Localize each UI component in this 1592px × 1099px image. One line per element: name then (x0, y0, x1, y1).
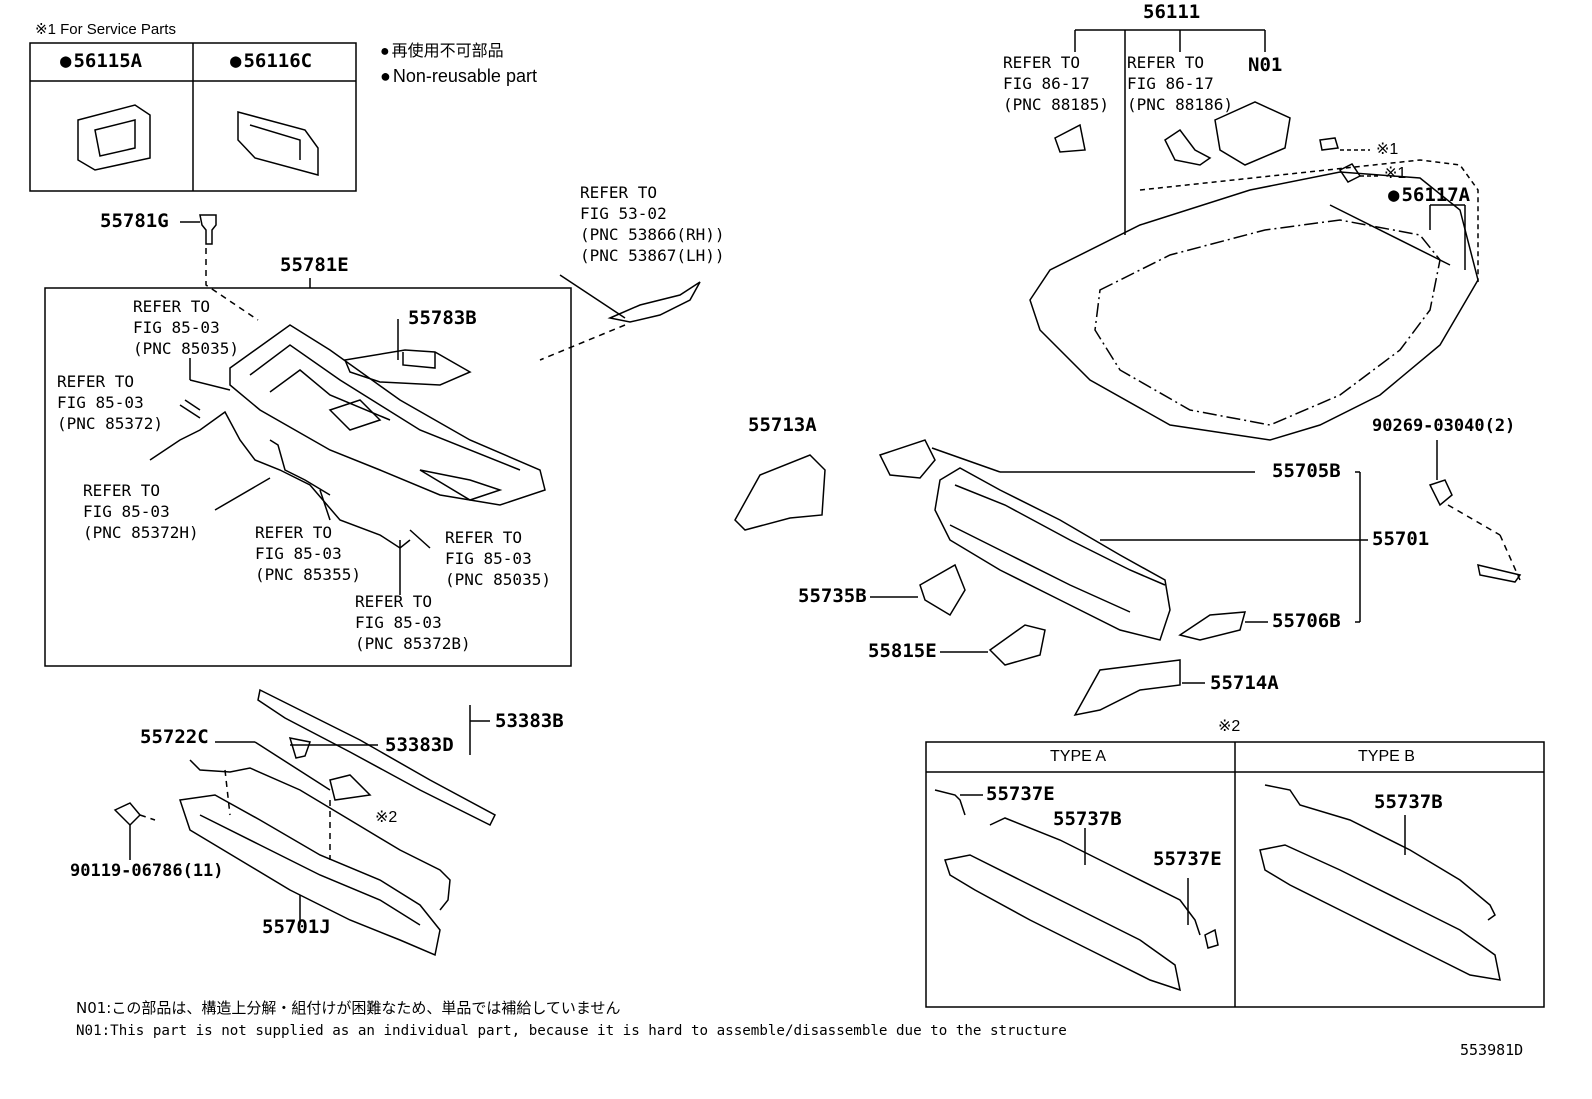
cowl-panel-outline (934, 467, 1171, 641)
label-55815e: 55815E (868, 640, 937, 662)
label-56117a: 56117A (1388, 186, 1470, 205)
mark-2-left: ※2 (375, 809, 398, 826)
legend-en: Non-reusable part (380, 67, 537, 85)
service-parts-box (29, 42, 357, 192)
label-55713a: 55713A (748, 414, 817, 436)
ref-fig-85-03-85355: REFER TO FIG 85-03 (PNC 85355) (255, 523, 361, 584)
ref-fig-85-03-85035-b: REFER TO FIG 85-03 (PNC 85035) (445, 528, 551, 589)
label-55705b: 55705B (1272, 460, 1341, 482)
ref-fig-85-03-85035-a: REFER TO FIG 85-03 (PNC 85035) (133, 297, 239, 358)
label-55714a: 55714A (1210, 672, 1279, 694)
label-55722c: 55722C (140, 726, 209, 748)
mark-1-a: ※1 (1376, 141, 1399, 158)
mark-1-b: ※1 (1384, 165, 1407, 182)
part-56116c: 56116C (230, 52, 312, 71)
label-55701: 55701 (1372, 528, 1430, 550)
mark-2-types: ※2 (1218, 718, 1241, 735)
ref-fig-85-03-85372h: REFER TO FIG 85-03 (PNC 85372H) (83, 481, 199, 542)
ref-fig-85-03-85372: REFER TO FIG 85-03 (PNC 85372) (57, 372, 163, 433)
part-56115a: 56115A (60, 52, 142, 71)
ref-fig-86-17-88186: REFER TO FIG 86-17 (PNC 88186) (1127, 53, 1233, 114)
label-53383b: 53383B (495, 710, 564, 732)
ref-fig-85-03-85372b: REFER TO FIG 85-03 (PNC 85372B) (355, 592, 471, 653)
ref-fig-53-02: REFER TO FIG 53-02 (PNC 53866(RH)) (PNC … (580, 183, 725, 265)
ref-fig-86-17-88185: REFER TO FIG 86-17 (PNC 88185) (1003, 53, 1109, 114)
note-jp: N01:この部品は、構造上分解・組付けが困難なため、単品では補給していません (76, 999, 621, 1017)
note-en: N01:This part is not supplied as an indi… (76, 1023, 1067, 1039)
label-55706b: 55706B (1272, 610, 1341, 632)
type-a-header: TYPE A (1050, 748, 1107, 765)
label-90119: 90119-06786(11) (70, 861, 224, 881)
label-55737b-a: 55737B (1053, 808, 1122, 830)
label-53383d: 53383D (385, 734, 454, 756)
label-55735b: 55735B (798, 585, 867, 607)
label-55783b: 55783B (408, 307, 477, 329)
label-55737e-a1: 55737E (986, 783, 1055, 805)
box-55781e (44, 287, 572, 667)
figure-id: 553981D (1460, 1041, 1524, 1059)
label-55737b-b: 55737B (1374, 791, 1443, 813)
label-55781g: 55781G (100, 210, 169, 232)
legend-jp: 再使用不可部品 (380, 44, 504, 60)
label-55701j: 55701J (262, 916, 331, 938)
service-parts-header: ※1 For Service Parts (35, 21, 176, 38)
label-55781e: 55781E (280, 254, 349, 276)
label-55737e-a2: 55737E (1153, 848, 1222, 870)
label-90269: 90269-03040(2) (1372, 416, 1516, 436)
windshield-outline (1029, 171, 1479, 441)
label-56111: 56111 (1143, 1, 1201, 23)
type-b-header: TYPE B (1358, 748, 1415, 765)
label-n01: N01 (1248, 54, 1283, 76)
